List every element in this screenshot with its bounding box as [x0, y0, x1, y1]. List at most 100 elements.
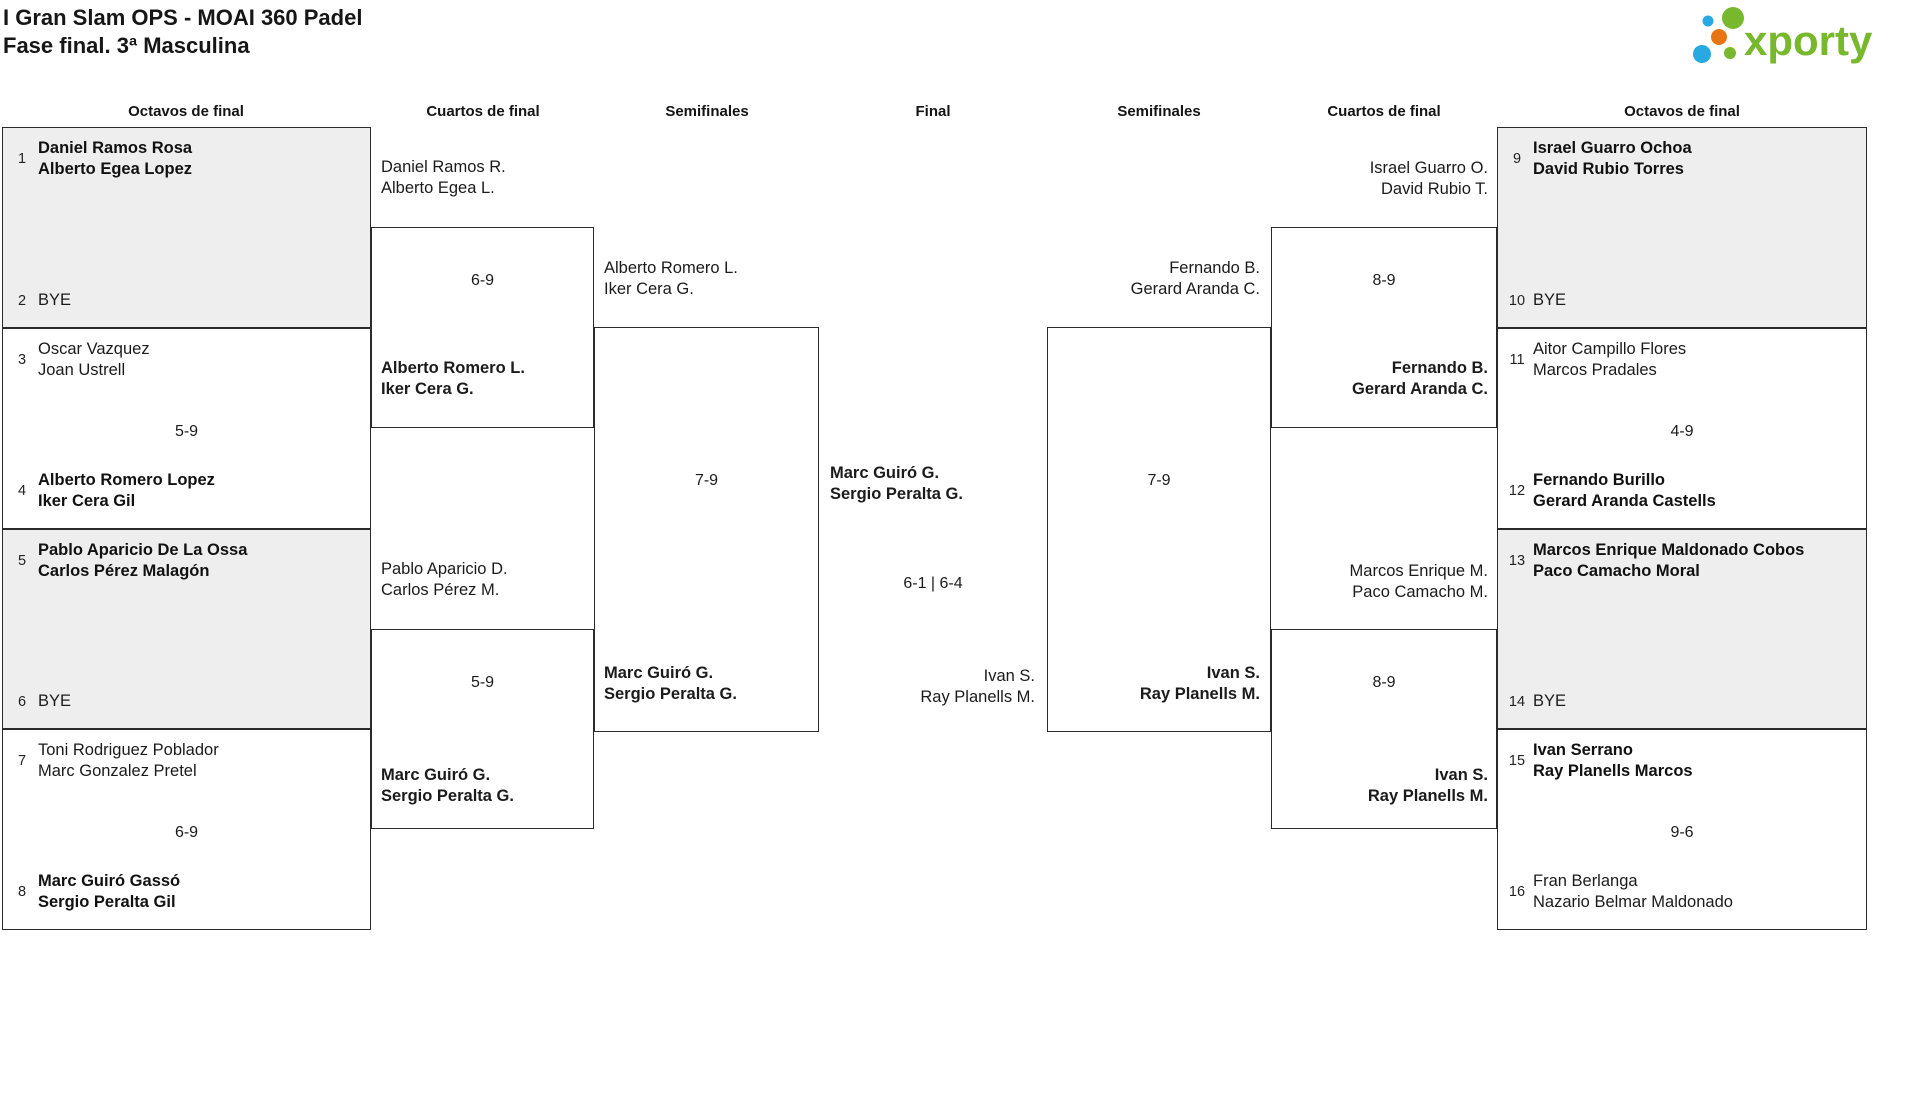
tournament-title-line1: I Gran Slam OPS - MOAI 360 Padel [3, 5, 363, 30]
match-box-octavos-left-1[interactable]: 1 Daniel Ramos Rosa Alberto Egea Lopez 2… [2, 127, 371, 328]
team-name: Oscar Vazquez Joan Ustrell [38, 340, 150, 379]
advancing-team: Fernando B. Gerard Aranda C. [1351, 359, 1488, 398]
seed-number: 14 [1508, 693, 1526, 710]
round-header-octavos-right: Octavos de final [1624, 103, 1740, 120]
advancing-team: Alberto Romero L. Iker Cera G. [381, 359, 525, 398]
seed-number: 2 [17, 292, 27, 309]
advancing-team: Marc Guiró G. Sergio Peralta G. [381, 766, 514, 805]
team-name: BYE [38, 291, 72, 309]
final-winner-team: Marc Guiró G. Sergio Peralta G. [830, 464, 963, 503]
team-slot: 15 Ivan Serrano Ray Planells Marcos [1498, 740, 1866, 782]
team-name: Daniel Ramos Rosa Alberto Egea Lopez [38, 139, 193, 178]
round-header-final: Final [915, 103, 951, 120]
advancing-team: Marc Guiró G. Sergio Peralta G. [604, 664, 737, 703]
team-slot: 10 BYE [1498, 290, 1866, 311]
team-slot: 5 Pablo Aparicio De La Ossa Carlos Pérez… [3, 540, 370, 582]
match-box-semifinal-left[interactable] [594, 327, 819, 732]
match-box-octavos-right-2[interactable]: 11 Aitor Campillo Flores Marcos Pradales… [1497, 328, 1867, 529]
team-name: Marcos Enrique Maldonado Cobos Paco Cama… [1533, 541, 1805, 580]
round-header-semis-right: Semifinales [1117, 103, 1201, 120]
team-slot: 4 Alberto Romero Lopez Iker Cera Gil [3, 470, 370, 512]
seed-number: 7 [17, 753, 27, 769]
team-slot: 14 BYE [1498, 691, 1866, 712]
xporty-logo-icon: xporty [1693, 7, 1873, 64]
seed-number: 9 [1512, 151, 1522, 167]
seed-number: 10 [1508, 292, 1526, 309]
advancing-team: Daniel Ramos R. Alberto Egea L. [381, 158, 506, 197]
team-name: BYE [1533, 692, 1567, 710]
team-name: BYE [1533, 291, 1567, 309]
seed-number: 4 [17, 483, 27, 499]
match-score: 6-9 [174, 824, 199, 841]
seed-number: 8 [17, 884, 27, 900]
match-box-semifinal-right[interactable] [1047, 327, 1271, 732]
team-name: Aitor Campillo Flores Marcos Pradales [1533, 340, 1687, 379]
team-slot: 6 BYE [3, 691, 370, 712]
team-name: Marc Guiró Gassó Sergio Peralta Gil [38, 872, 181, 911]
advancing-team: Pablo Aparicio D. Carlos Pérez M. [381, 560, 508, 599]
team-slot: 13 Marcos Enrique Maldonado Cobos Paco C… [1498, 540, 1866, 582]
match-score: 7-9 [694, 472, 719, 489]
seed-number: 5 [17, 553, 27, 569]
advancing-team: Alberto Romero L. Iker Cera G. [604, 259, 738, 298]
match-box-octavos-left-4[interactable]: 7 Toni Rodriguez Poblador Marc Gonzalez … [2, 729, 371, 930]
advancing-team: Fernando B. Gerard Aranda C. [1130, 259, 1260, 298]
team-name: BYE [38, 692, 72, 710]
tournament-title: I Gran Slam OPS - MOAI 360 Padel Fase fi… [3, 4, 362, 60]
match-box-octavos-right-4[interactable]: 15 Ivan Serrano Ray Planells Marcos 9-6 … [1497, 729, 1867, 930]
team-slot: 3 Oscar Vazquez Joan Ustrell [3, 339, 370, 381]
round-header-cuartos-left: Cuartos de final [426, 103, 540, 120]
seed-number: 3 [17, 352, 27, 368]
round-header-semis-left: Semifinales [665, 103, 749, 120]
team-slot: 12 Fernando Burillo Gerard Aranda Castel… [1498, 470, 1866, 512]
team-name: Fernando Burillo Gerard Aranda Castells [1533, 471, 1716, 510]
advancing-team: Israel Guarro O. David Rubio T. [1369, 159, 1488, 198]
team-slot: 1 Daniel Ramos Rosa Alberto Egea Lopez [3, 138, 370, 180]
match-score: 6-9 [470, 272, 495, 289]
team-slot: 16 Fran Berlanga Nazario Belmar Maldonad… [1498, 871, 1866, 913]
match-score: 5-9 [174, 423, 199, 440]
team-name: Ivan Serrano Ray Planells Marcos [1533, 741, 1693, 780]
team-name: Pablo Aparicio De La Ossa Carlos Pérez M… [38, 541, 248, 580]
match-score: 4-9 [1670, 423, 1694, 440]
advancing-team: Marcos Enrique M. Paco Camacho M. [1349, 562, 1488, 601]
match-score: 9-6 [1670, 824, 1694, 841]
match-box-octavos-right-1[interactable]: 9 Israel Guarro Ochoa David Rubio Torres… [1497, 127, 1867, 328]
team-name: Toni Rodriguez Poblador Marc Gonzalez Pr… [38, 741, 219, 780]
team-name: Fran Berlanga Nazario Belmar Maldonado [1533, 872, 1733, 911]
team-slot: 9 Israel Guarro Ochoa David Rubio Torres [1498, 138, 1866, 180]
advancing-team: Ivan S. Ray Planells M. [1139, 664, 1260, 703]
match-box-cuartos-right-1[interactable] [1271, 227, 1497, 428]
seed-number: 16 [1508, 884, 1526, 900]
svg-text:xporty: xporty [1744, 17, 1873, 64]
round-header-cuartos-right: Cuartos de final [1327, 103, 1441, 120]
match-score: 5-9 [470, 674, 495, 691]
team-slot: 8 Marc Guiró Gassó Sergio Peralta Gil [3, 871, 370, 913]
team-slot: 11 Aitor Campillo Flores Marcos Pradales [1498, 339, 1866, 381]
xporty-logo[interactable]: xporty [1686, 4, 1918, 76]
team-name: Israel Guarro Ochoa David Rubio Torres [1533, 139, 1692, 178]
match-box-cuartos-left-2[interactable] [371, 629, 594, 829]
seed-number: 11 [1509, 352, 1525, 368]
seed-number: 6 [17, 693, 27, 710]
match-box-octavos-right-3[interactable]: 13 Marcos Enrique Maldonado Cobos Paco C… [1497, 529, 1867, 729]
match-box-octavos-left-3[interactable]: 5 Pablo Aparicio De La Ossa Carlos Pérez… [2, 529, 371, 729]
team-name: Alberto Romero Lopez Iker Cera Gil [38, 471, 215, 510]
seed-number: 12 [1508, 483, 1526, 499]
advancing-team: Ivan S. Ray Planells M. [1367, 766, 1488, 805]
seed-number: 1 [17, 151, 27, 167]
seed-number: 13 [1508, 553, 1526, 569]
seed-number: 15 [1508, 753, 1526, 769]
round-header-octavos-left: Octavos de final [128, 103, 244, 120]
team-slot: 7 Toni Rodriguez Poblador Marc Gonzalez … [3, 740, 370, 782]
match-box-cuartos-right-2[interactable] [1271, 629, 1497, 829]
team-slot: 2 BYE [3, 290, 370, 311]
final-score: 6-1 | 6-4 [903, 575, 963, 592]
match-score: 8-9 [1372, 272, 1396, 289]
tournament-title-line2: Fase final. 3ª Masculina [3, 33, 250, 58]
match-box-cuartos-left-1[interactable] [371, 227, 594, 428]
match-box-octavos-left-2[interactable]: 3 Oscar Vazquez Joan Ustrell 5-9 4 Alber… [2, 328, 371, 529]
final-runnerup-team: Ivan S. Ray Planells M. [920, 667, 1035, 706]
match-score: 8-9 [1372, 674, 1396, 691]
